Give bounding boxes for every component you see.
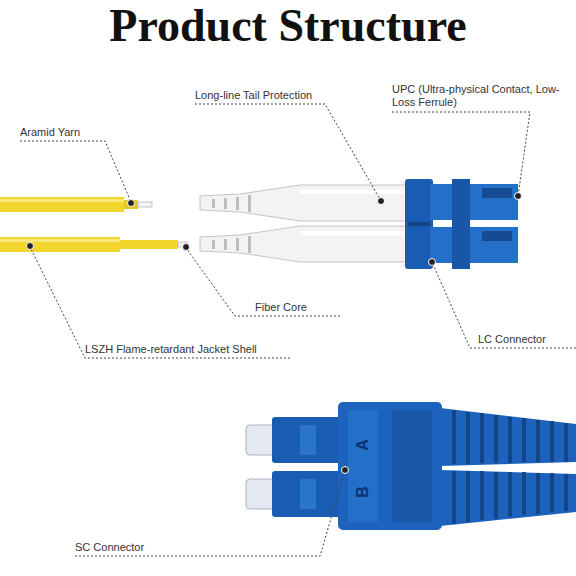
part-label: LC Connector (478, 333, 546, 346)
jacket-highlight (0, 199, 124, 202)
fiber (138, 202, 152, 207)
part-label: Aramid Yarn (20, 126, 80, 139)
port-letter: B (355, 486, 371, 498)
part-label: UPC (Ultra-physical Contact, Low-Loss Fe… (392, 83, 560, 109)
part-label: Long-line Tail Protection (195, 89, 312, 102)
aramid (124, 200, 138, 209)
sc-connector (246, 402, 576, 530)
leader-dots (27, 193, 522, 474)
part-label: LSZH Flame-retardant Jacket Shell (85, 343, 257, 356)
jacket-thin (120, 240, 178, 249)
part-label: Fiber Core (255, 301, 307, 314)
lc-connector (405, 179, 518, 269)
jacket (0, 197, 124, 212)
boots (200, 185, 408, 262)
port-letter: A (355, 439, 371, 451)
leader-lines (20, 104, 576, 556)
jacket (0, 237, 120, 252)
part-label: SC Connector (75, 541, 144, 554)
jacket-highlight (0, 239, 120, 242)
title: Product Structure (0, 0, 576, 52)
